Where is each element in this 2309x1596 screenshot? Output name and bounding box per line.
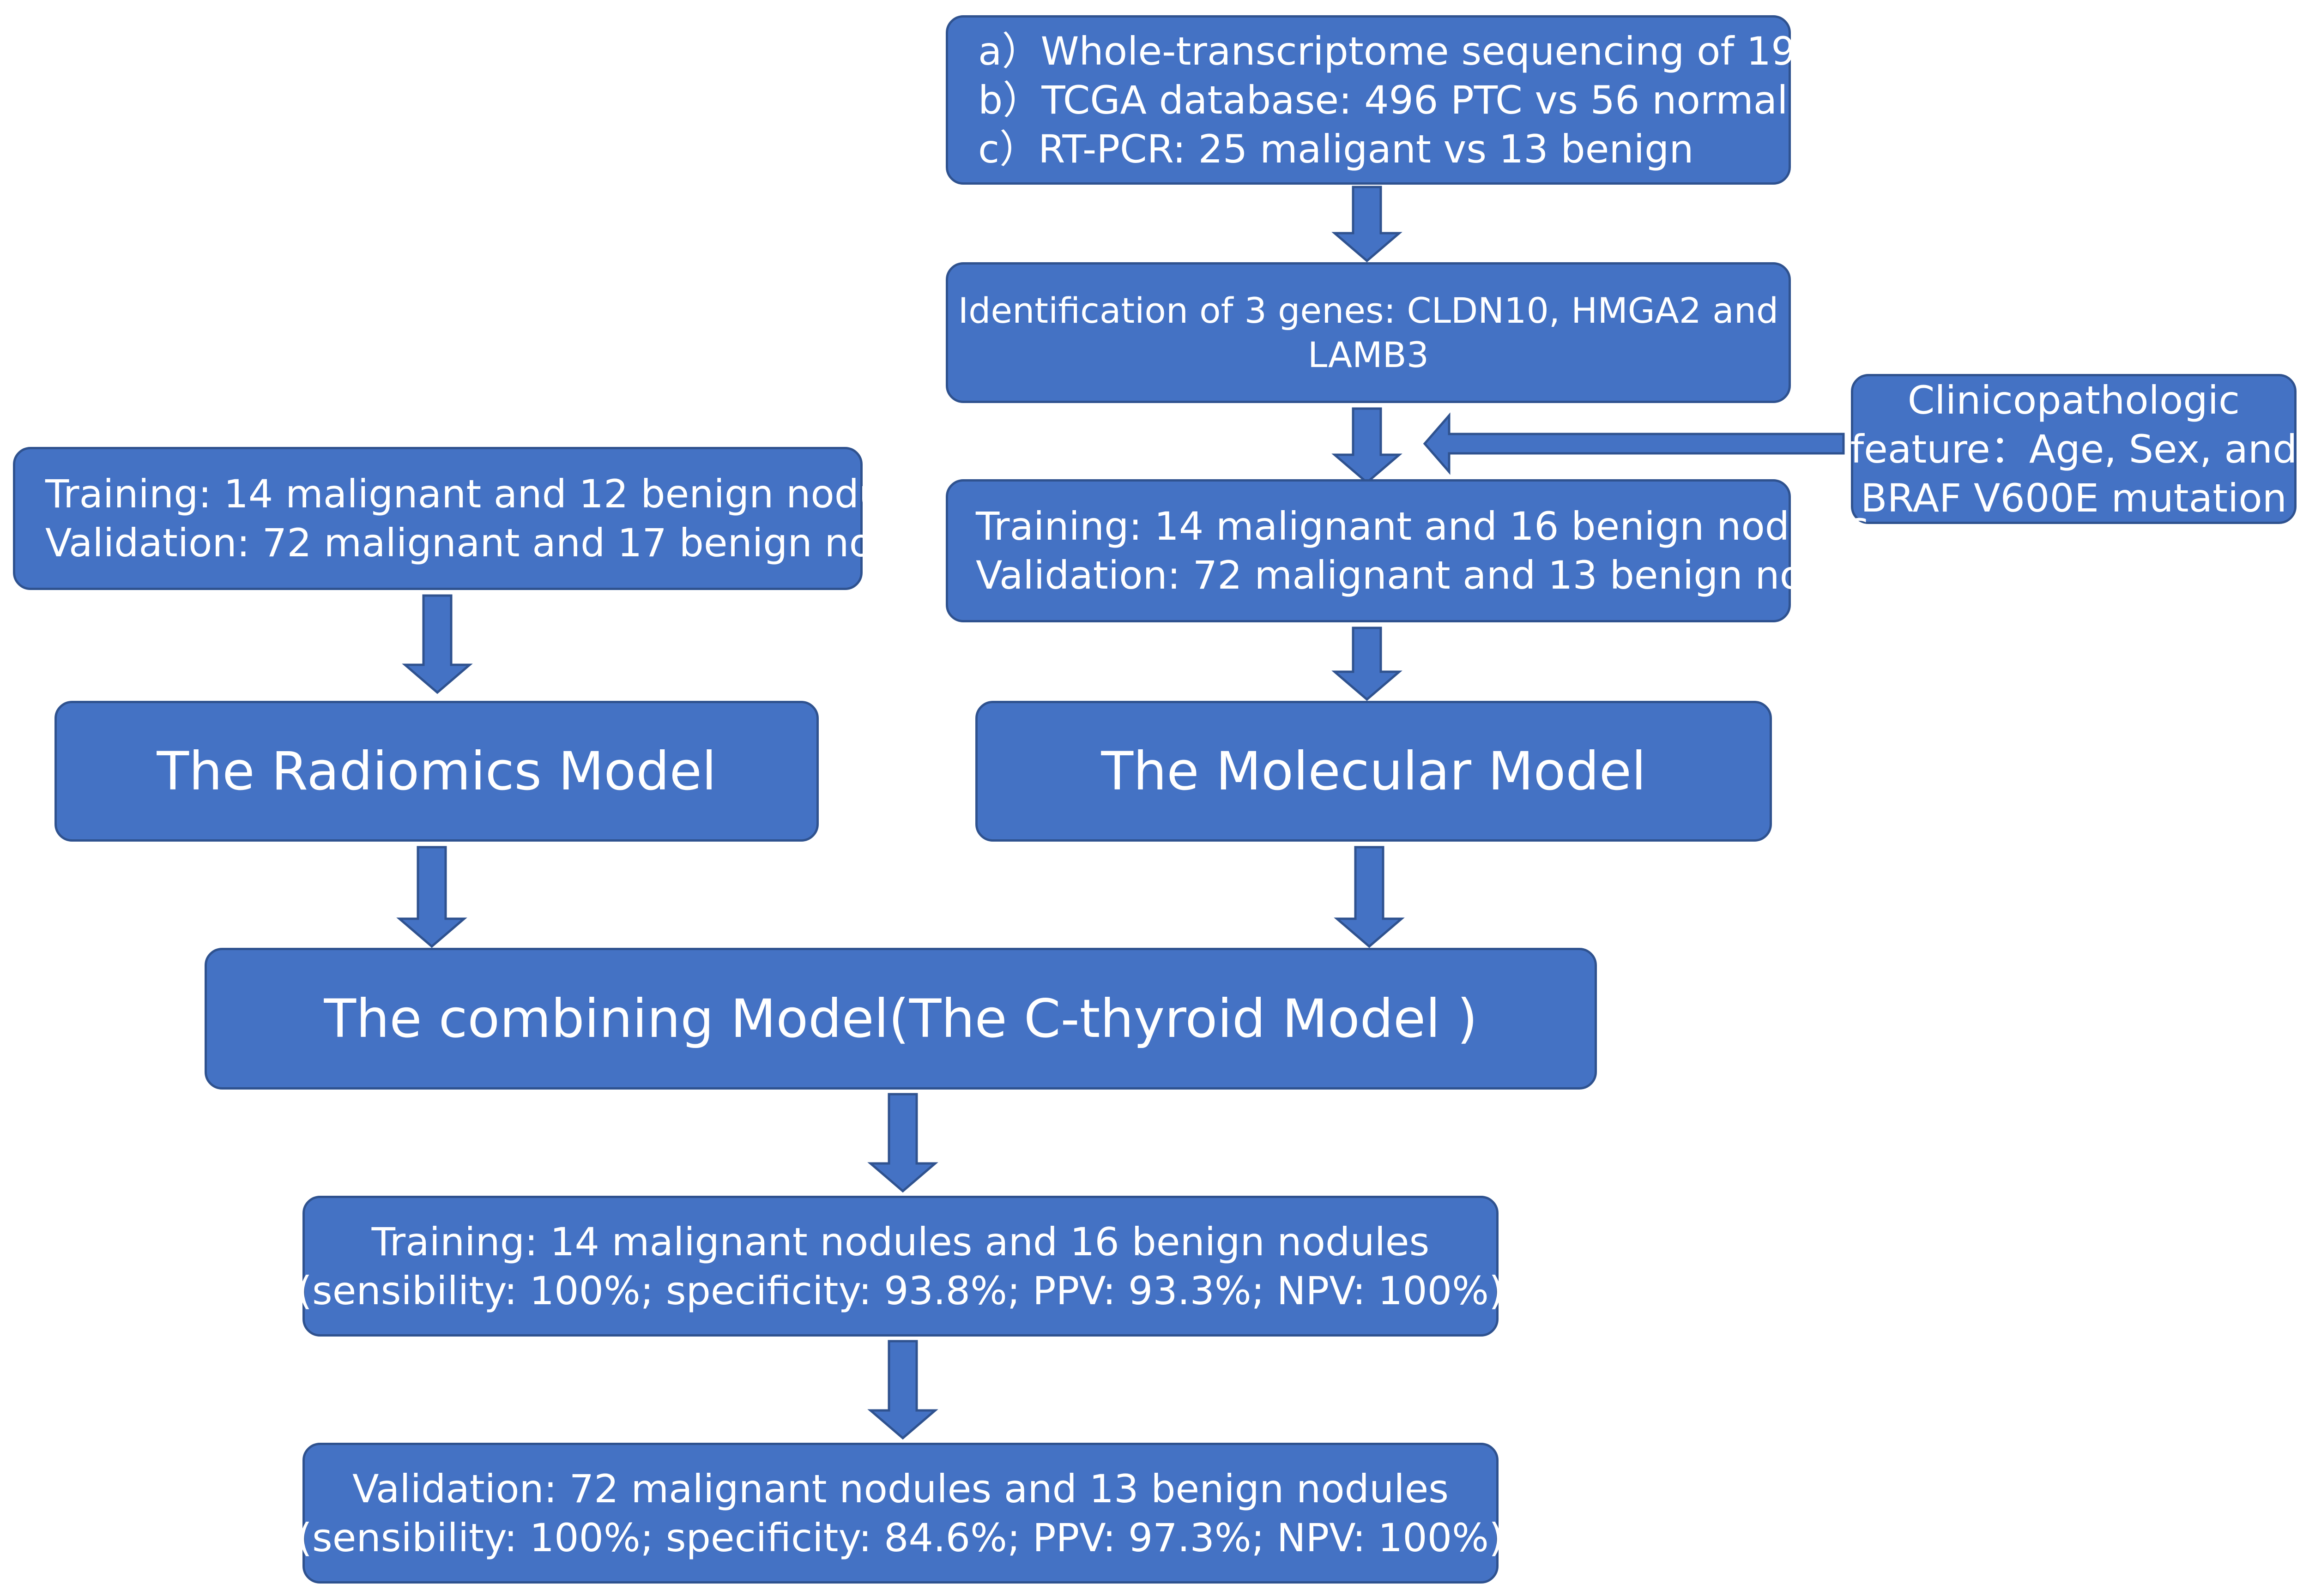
clinical-line-3: BRAF V600E mutation <box>1860 475 2287 521</box>
clinical-line-1: Clinicopathologic <box>1907 377 2240 423</box>
arrow-molecular-to-combined <box>1334 846 1405 948</box>
source-line-b: b）TCGA database: 496 PTC vs 56 normal <box>978 77 1788 123</box>
radiomics-cohort-box: Training: 14 malignant and 12 benign nod… <box>13 447 977 590</box>
arrow-combined-to-training <box>867 1093 938 1193</box>
validation-result-line-1: Validation: 72 malignant nodules and 13 … <box>352 1466 1449 1512</box>
training-result-line-2: (sensibility: 100%; specificity: 93.8%; … <box>297 1268 1504 1313</box>
radiomics-training-line: Training: 14 malignant and 12 benign nod… <box>45 471 939 517</box>
clinical-line-2: feature：Age, Sex, and <box>1850 426 2297 472</box>
validation-result-box: Validation: 72 malignant nodules and 13 … <box>297 1443 1504 1584</box>
arrow-radiomics-to-combined <box>396 846 467 948</box>
training-result-box: Training: 14 malignant nodules and 16 be… <box>297 1196 1504 1337</box>
combined-model-label: The combining Model(The C-thyroid Model … <box>324 988 1478 1049</box>
arrow-clinical-to-molecular <box>1423 412 1845 475</box>
arrow-training-to-validation <box>867 1340 938 1440</box>
clinicopathologic-box: Clinicopathologic feature：Age, Sex, and … <box>1850 374 2297 524</box>
gene-line-1: Identification of 3 genes: CLDN10, HMGA2… <box>958 289 1779 331</box>
radiomics-model-label: The Radiomics Model <box>157 740 717 802</box>
arrow-genes-to-molecular-cohort <box>1331 407 1402 484</box>
training-result-line-1: Training: 14 malignant nodules and 16 be… <box>371 1219 1430 1265</box>
combined-model-box: The combining Model(The C-thyroid Model … <box>205 948 1597 1090</box>
arrow-cohort-to-molecular-model <box>1331 626 1402 701</box>
molecular-training-line: Training: 14 malignant and 16 benign nod… <box>976 504 1869 549</box>
data-sources-box: a）Whole-transcriptome sequencing of 19 P… <box>946 15 1880 185</box>
arrow-cohort-to-radiomics-model <box>402 594 473 694</box>
molecular-cohort-box: Training: 14 malignant and 16 benign nod… <box>946 479 1907 622</box>
radiomics-model-box: The Radiomics Model <box>54 701 819 842</box>
validation-result-line-2: (sensibility: 100%; specificity: 84.6%; … <box>297 1515 1504 1560</box>
radiomics-validation-line: Validation: 72 malignant and 17 benign n… <box>45 520 977 566</box>
source-line-a: a）Whole-transcriptome sequencing of 19 P… <box>978 28 1880 74</box>
source-line-c: c）RT-PCR: 25 maligant vs 13 benign <box>978 126 1694 172</box>
gene-identification-box: Identification of 3 genes: CLDN10, HMGA2… <box>946 262 1791 403</box>
molecular-model-box: The Molecular Model <box>975 701 1772 842</box>
arrow-sources-to-genes <box>1331 186 1402 263</box>
molecular-model-label: The Molecular Model <box>1101 740 1646 802</box>
molecular-validation-line: Validation: 72 malignant and 13 benign n… <box>976 553 1908 598</box>
gene-line-2: LAMB3 <box>1307 334 1429 375</box>
